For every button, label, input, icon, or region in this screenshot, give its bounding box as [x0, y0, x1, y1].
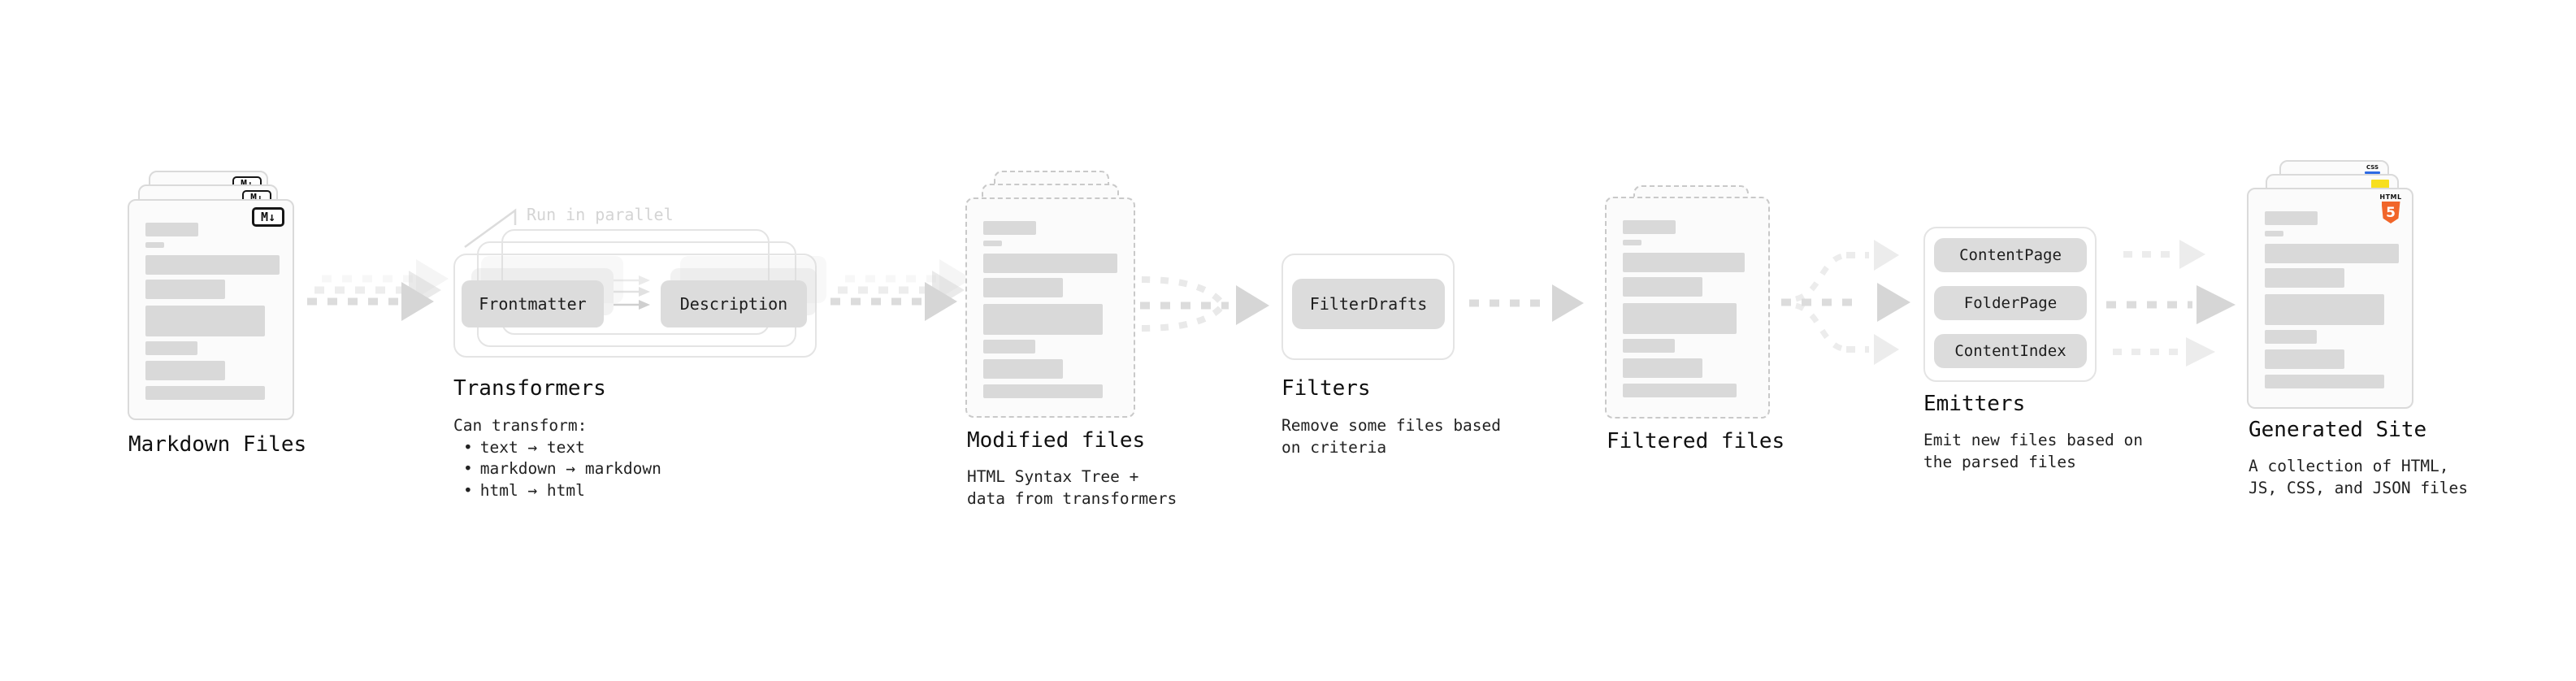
emitters-frame	[1923, 227, 2097, 382]
text-line-placeholder	[2265, 244, 2399, 263]
text-line-placeholder	[145, 341, 197, 355]
text-line-placeholder	[983, 359, 1063, 379]
text-line-placeholder	[1623, 384, 1737, 397]
generated-site-description: A collection of HTML, JS, CSS, and JSON …	[2249, 456, 2468, 499]
markdown-files-label: Markdown Files	[128, 432, 307, 457]
text-line-placeholder	[2265, 349, 2344, 369]
modified-file-card-front	[965, 197, 1135, 418]
text-line-placeholder	[145, 280, 225, 299]
text-line-placeholder	[1623, 220, 1676, 234]
text-line-placeholder	[1623, 339, 1675, 353]
text-line-placeholder	[2265, 294, 2384, 325]
text-line-placeholder	[1623, 303, 1737, 334]
frontmatter-chip: Frontmatter	[462, 280, 604, 327]
transform-capability-item: markdown → markdown	[463, 458, 661, 480]
description-chip: Description	[661, 280, 807, 327]
description-line: JS, CSS, and JSON files	[2249, 478, 2469, 497]
text-line-placeholder	[2265, 330, 2317, 344]
text-line-placeholder	[983, 304, 1103, 335]
modified-files-description: HTML Syntax Tree + data from transformer…	[967, 466, 1177, 510]
generated-site-label: Generated Site	[2249, 418, 2427, 442]
css-icon-bar	[2365, 171, 2380, 174]
filters-label: Filters	[1281, 376, 1371, 401]
arrow-transformers-to-modified	[830, 259, 972, 321]
text-line-placeholder	[2265, 375, 2384, 388]
run-in-parallel-note: Run in parallel	[527, 205, 674, 224]
transformers-subtitle: Can transform:	[453, 416, 588, 435]
text-line-placeholder	[1623, 358, 1702, 378]
contentpage-chip: ContentPage	[1934, 238, 2087, 272]
js-icon	[2371, 180, 2389, 189]
html5-shield: 5	[2381, 202, 2400, 223]
text-line-placeholder	[2265, 231, 2283, 236]
text-line-placeholder	[145, 255, 280, 275]
transformers-label: Transformers	[453, 376, 606, 401]
arrow-modified-to-filters-merge	[1140, 276, 1269, 332]
folderpage-chip: FolderPage	[1934, 286, 2087, 320]
site-file-card-html: HTML 5	[2247, 188, 2413, 409]
filters-frame	[1281, 254, 1455, 360]
text-line-placeholder	[2265, 268, 2344, 288]
emitters-description: Emit new files based on the parsed files	[1923, 430, 2143, 473]
description-line: A collection of HTML,	[2249, 457, 2449, 475]
text-line-placeholder	[145, 223, 198, 236]
text-line-placeholder	[983, 278, 1063, 297]
description-line: data from transformers	[967, 488, 1177, 508]
text-line-placeholder	[983, 384, 1103, 398]
markdown-icon: M↓	[252, 207, 284, 227]
text-line-placeholder	[1623, 240, 1641, 245]
css-icon: CSS	[2365, 165, 2380, 174]
filtered-files-label: Filtered files	[1607, 429, 1785, 453]
text-line-placeholder	[983, 221, 1036, 235]
markdown-file-card-front: M↓	[128, 199, 294, 420]
arrow-emitters-to-site	[2106, 240, 2236, 367]
description-line: on criteria	[1281, 437, 1387, 457]
text-line-placeholder	[1623, 277, 1702, 297]
html5-icon: HTML 5	[2379, 193, 2402, 223]
transform-capability-list: text → text markdown → markdown html → h…	[453, 437, 661, 502]
description-line: HTML Syntax Tree +	[967, 467, 1139, 486]
text-line-placeholder	[145, 386, 265, 400]
text-line-placeholder	[145, 242, 164, 248]
text-line-placeholder	[1623, 253, 1745, 272]
transform-capability-item: text → text	[463, 437, 661, 459]
arrow-markdown-to-transformers	[307, 259, 449, 321]
text-line-placeholder	[2265, 211, 2318, 225]
emitters-label: Emitters	[1923, 392, 2026, 416]
description-line: Emit new files based on	[1923, 431, 2144, 449]
modified-files-label: Modified files	[967, 428, 1146, 453]
arrow-filtered-to-emitters-diverge	[1781, 240, 1910, 365]
text-line-placeholder	[145, 361, 225, 380]
description-line: Remove some files based	[1281, 416, 1502, 435]
text-line-placeholder	[983, 241, 1002, 246]
contentindex-chip: ContentIndex	[1934, 334, 2087, 368]
html5-number: 5	[2386, 204, 2396, 221]
text-line-placeholder	[983, 254, 1117, 273]
transformers-description: Can transform: text → text markdown → ma…	[453, 415, 661, 501]
filtered-file-card-front	[1605, 197, 1770, 419]
arrow-filters-to-filtered	[1469, 284, 1584, 322]
filterdrafts-chip: FilterDrafts	[1292, 279, 1445, 329]
description-line: the parsed files	[1923, 452, 2076, 471]
transformer-frame-front	[453, 254, 817, 358]
text-line-placeholder	[983, 340, 1035, 354]
filters-description: Remove some files based on criteria	[1281, 415, 1501, 458]
html5-icon-label: HTML	[2379, 193, 2402, 201]
text-line-placeholder	[145, 306, 265, 336]
css-icon-label: CSS	[2366, 164, 2379, 171]
transform-capability-item: html → html	[463, 480, 661, 502]
